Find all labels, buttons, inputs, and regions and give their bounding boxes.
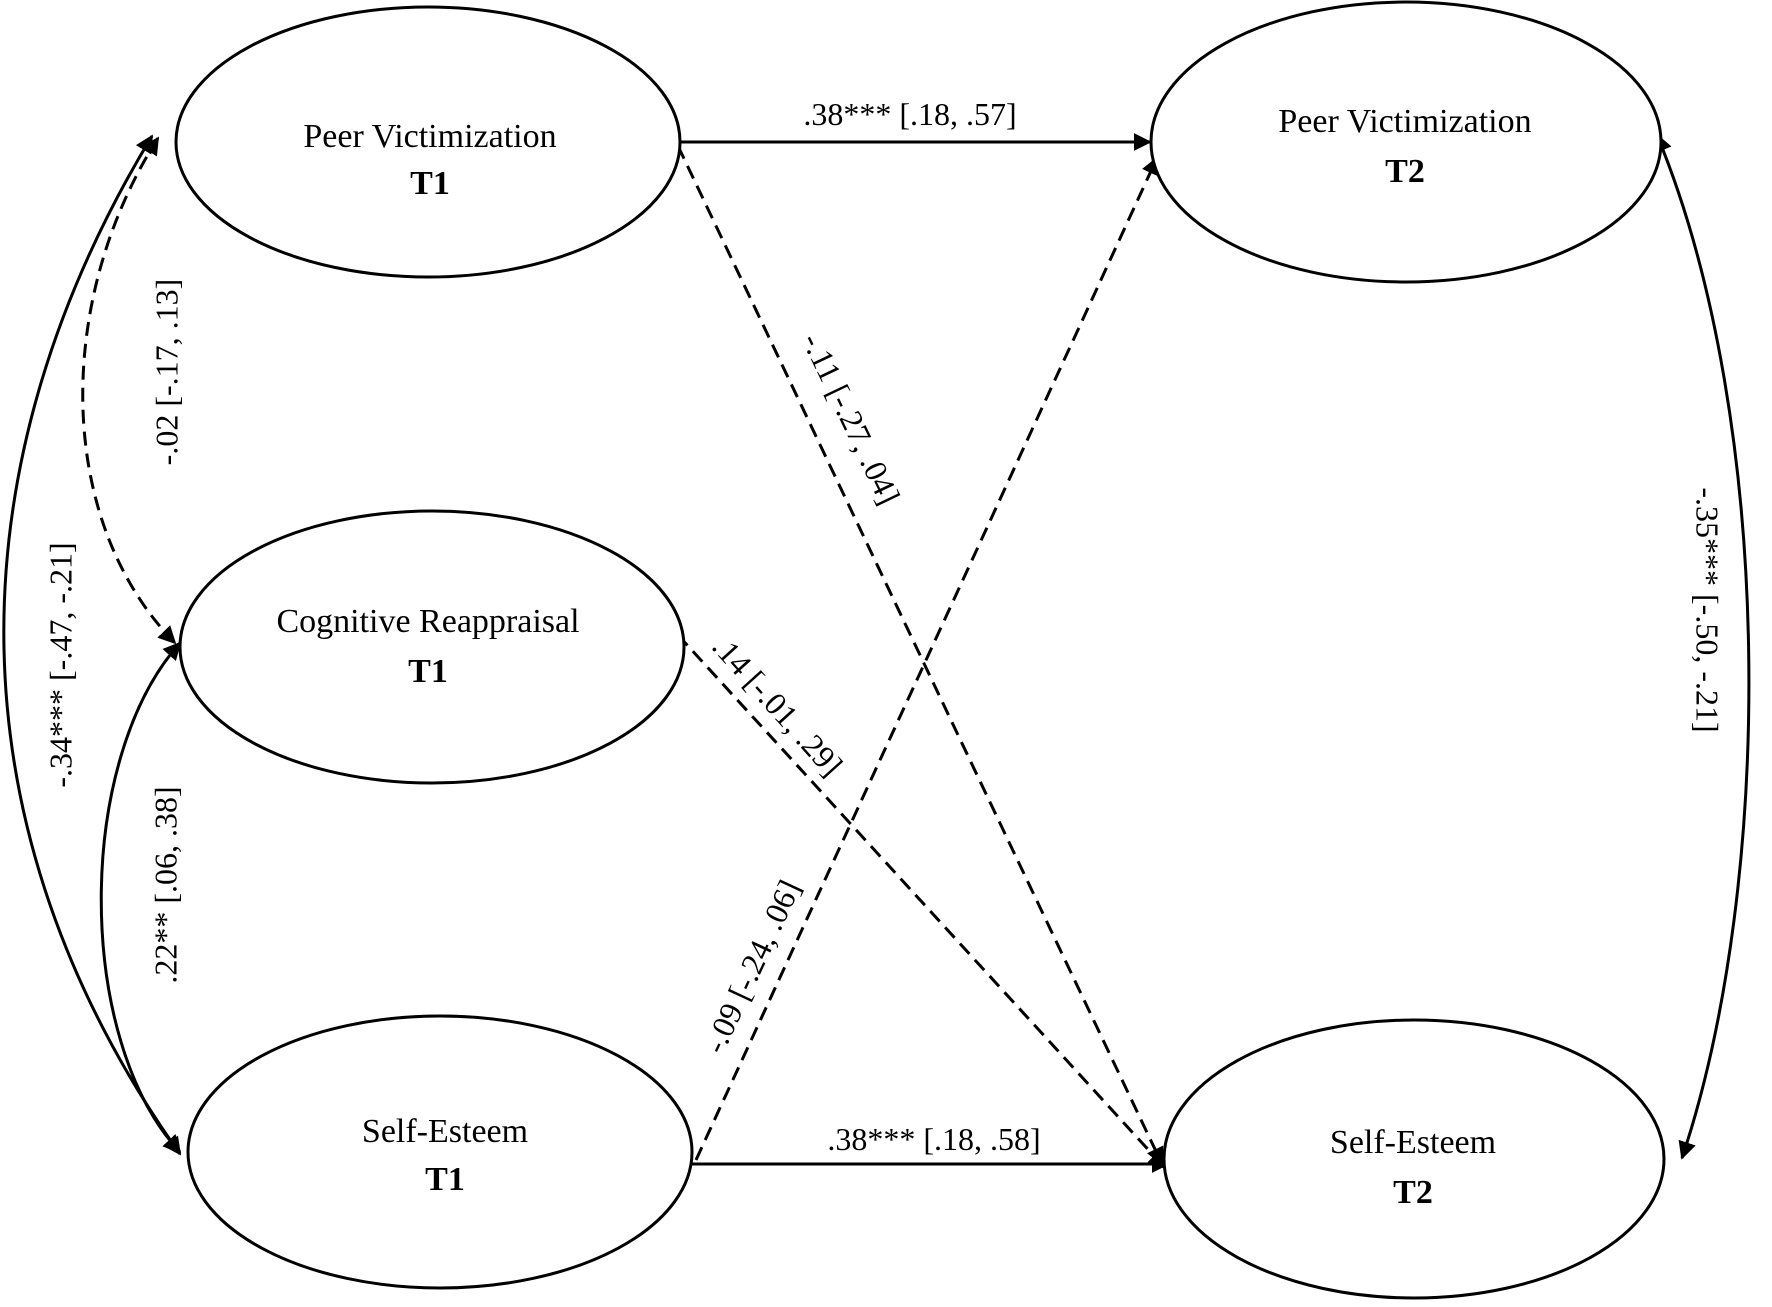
node-self-esteem-t2: Self-Esteem T2: [1162, 1018, 1666, 1300]
edge-label-pv1-se1: -.34*** [-.47, -.21]: [42, 542, 78, 787]
node-name: Peer Victimization: [303, 118, 556, 155]
edge-cr1-se2: [676, 633, 1167, 1170]
node-name: Self-Esteem: [362, 1113, 528, 1150]
node-cognitive-reappraisal-t1: Cognitive Reappraisal T1: [178, 509, 686, 785]
edge-label-pv1-pv2: .38*** [.18, .57]: [803, 96, 1016, 132]
edge-label-se1-se2: .38*** [.18, .58]: [827, 1121, 1040, 1157]
edge-label-se1-pv2: -.09 [-.24, .06]: [696, 874, 807, 1058]
node-time: T2: [1385, 153, 1425, 190]
edge-pv1-cr1: [81, 136, 177, 645]
node-name: Cognitive Reappraisal: [276, 603, 579, 640]
node-name: Self-Esteem: [1330, 1124, 1496, 1161]
edge-pv1-se2: [676, 145, 1164, 1166]
node-name: Peer Victimization: [1278, 103, 1531, 140]
edge-se1-pv2: [694, 156, 1159, 1161]
edge-label-cr1-se1: .22** [.06, .38]: [147, 786, 183, 983]
edge-cr1-se1: [99, 641, 182, 1154]
node-time: T2: [1393, 1174, 1433, 1211]
node-time: T1: [408, 653, 448, 690]
edge-pv1-se1: [2, 134, 182, 1156]
edge-pv2-se2: [1654, 133, 1751, 1160]
edge-label-pv1-cr1: -.02 [-.17, .13]: [148, 279, 184, 466]
node-self-esteem-t1: Self-Esteem T1: [186, 1014, 694, 1290]
node-peer-victimization-t2: Peer Victimization T2: [1149, 0, 1663, 284]
edge-label-pv2-se2: -.35*** [-.50, -.21]: [1690, 487, 1726, 732]
edge-label-cr1-se2: .14 [-.01, .29]: [705, 628, 849, 783]
node-time: T1: [425, 1161, 465, 1198]
node-time: T1: [410, 165, 450, 202]
edge-label-pv1-se2: -.11 [-.27, .04]: [795, 327, 907, 510]
node-peer-victimization-t1: Peer Victimization T1: [174, 5, 682, 279]
